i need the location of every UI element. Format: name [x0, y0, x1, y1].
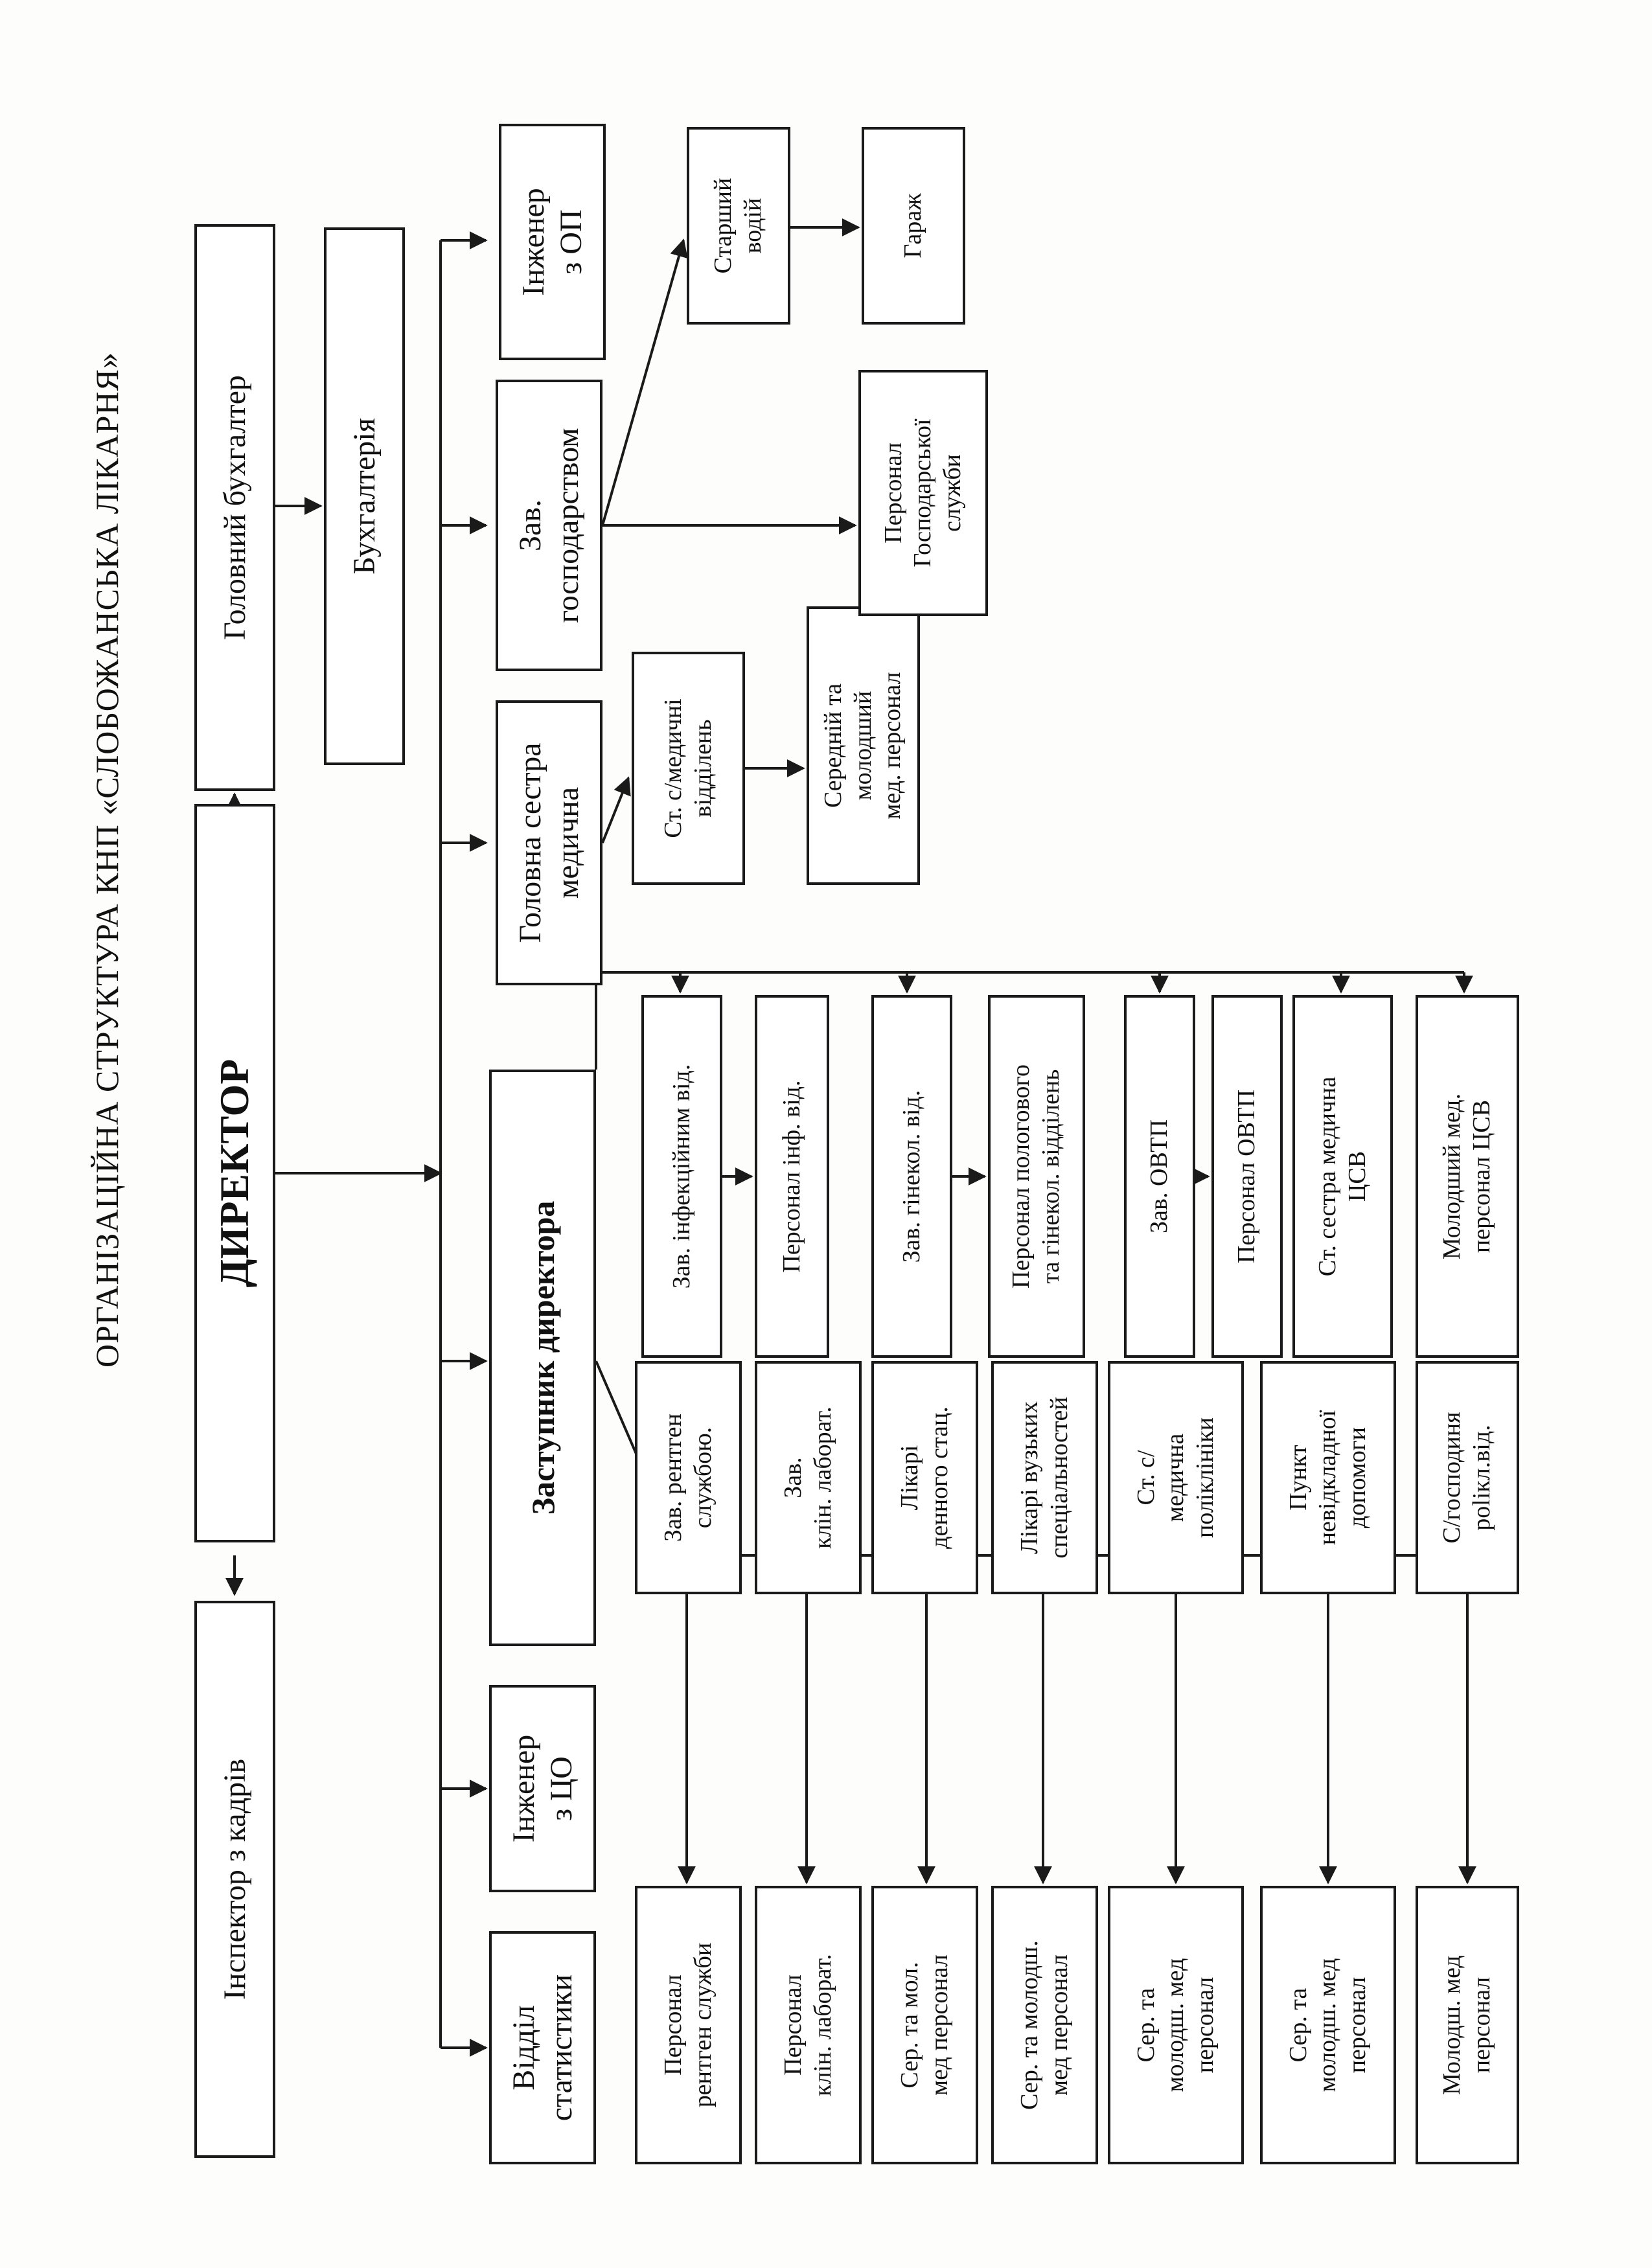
box-csv-staff: Молодший мед. персонал ЦСВ: [1416, 995, 1519, 1358]
box-poly-nurse: Ст. с/ медична поліклініки: [1108, 1361, 1244, 1594]
box-director: ДИРЕКТОР: [194, 804, 275, 1542]
nurse-branch: [601, 776, 631, 843]
box-xray-staff: Персонал рентген служби: [635, 1886, 742, 2164]
box-day-doctors: Лікарі денного стац.: [871, 1361, 978, 1594]
box-gyn-head: Зав. гінекол. від.: [871, 995, 952, 1358]
household-to-driver: [601, 238, 688, 526]
box-spec-staff: Сер. та молодш. мед персонал: [991, 1886, 1098, 2164]
box-emergency: Пункт невідкладної допомоги: [1260, 1361, 1396, 1594]
box-xray-head: Зав. рентген службою.: [635, 1361, 742, 1594]
box-specialists: Лікарі вузьких спеціальностей: [991, 1361, 1098, 1594]
box-stats: Відділ статистики: [489, 1931, 596, 2164]
box-head-nurse: Головна сестра медична: [496, 700, 602, 985]
box-senior-driver: Старший водій: [687, 127, 790, 325]
box-senior-nurse-dept: Ст. с/медичні відділень: [632, 652, 745, 885]
box-ovtp-head: Зав. ОВТП: [1124, 995, 1195, 1358]
box-mid-junior-staff: Середній та молодший мед. персонал: [807, 606, 920, 885]
box-day-staff: Сер. та мол. мед персонал: [871, 1886, 978, 2164]
box-household-staff: Персонал Господарської служби: [858, 370, 988, 616]
box-housekeeper-staff: Молодш. мед персонал: [1416, 1886, 1519, 2164]
box-garage: Гараж: [862, 127, 965, 325]
box-accounting: Бухгалтерія: [324, 227, 405, 765]
box-csv-nurse: Ст. сестра медична ЦСВ: [1292, 995, 1393, 1358]
box-ovtp-staff: Персонал ОВТП: [1211, 995, 1283, 1358]
box-chief-accountant: Головний бухгалтер: [194, 224, 275, 791]
box-lab-head: Зав. клін. лаборат.: [755, 1361, 862, 1594]
box-emerg-staff: Сер. та молодш. мед персонал: [1260, 1886, 1396, 2164]
box-housekeeper: С/господиня polікл.від.: [1416, 1361, 1519, 1594]
box-infect-staff: Персонал інф. від.: [755, 995, 829, 1358]
box-deputy: Заступник директора: [489, 1070, 596, 1646]
box-household: Зав. господарством: [496, 380, 602, 671]
box-poly-staff: Сер. та молодш. мед персонал: [1108, 1886, 1244, 2164]
box-infect-head: Зав. інфекційним від.: [641, 995, 722, 1358]
box-engineer-op: Інженер з ОП: [499, 124, 606, 360]
box-gyn-staff: Персонал пологового та гінекол. відділен…: [988, 995, 1085, 1358]
box-inspector: Інспектор з кадрів: [194, 1601, 275, 2158]
box-engineer-co: Інженер з ЦО: [489, 1685, 596, 1892]
box-lab-staff: Персонал клін. лаборат.: [755, 1886, 862, 2164]
